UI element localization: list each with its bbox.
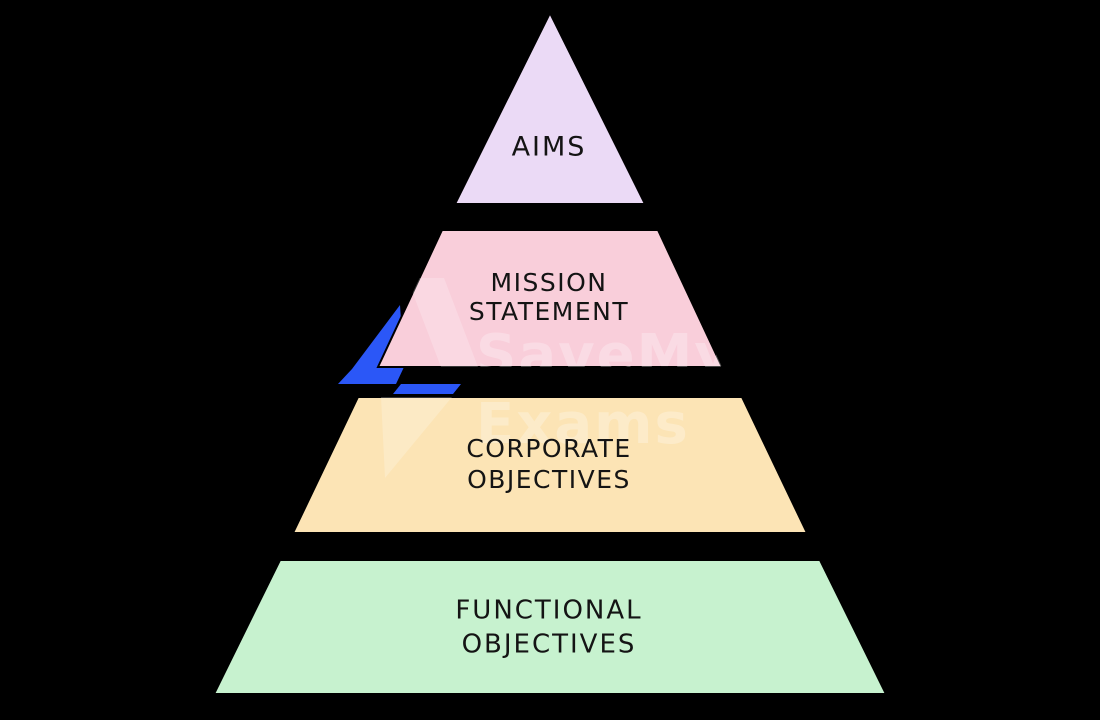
functional-objectives-label-line1: FUNCTIONAL (455, 596, 642, 626)
lightning-bolt-lower-stroke (393, 384, 461, 394)
corporate-objectives-label-line1: CORPORATE (466, 434, 631, 463)
pyramid-level-aims (453, 10, 647, 205)
mission-statement-label-line2: STATEMENT (469, 297, 629, 326)
pyramid-level-functional-objectives (212, 559, 888, 695)
watermark-bolt-upper (407, 278, 478, 367)
corporate-objectives-label-line2: OBJECTIVES (467, 465, 631, 494)
aims-label: AIMS (512, 132, 587, 163)
mission-statement-label-line1: MISSION (491, 268, 608, 297)
watermark-bolt-lower (381, 397, 452, 478)
pyramid-level-mission-statement (376, 229, 724, 368)
pyramid-level-corporate-objectives (291, 396, 809, 534)
functional-objectives-label-line2: OBJECTIVES (462, 630, 637, 660)
watermark-text-line2: Exams (476, 392, 690, 457)
